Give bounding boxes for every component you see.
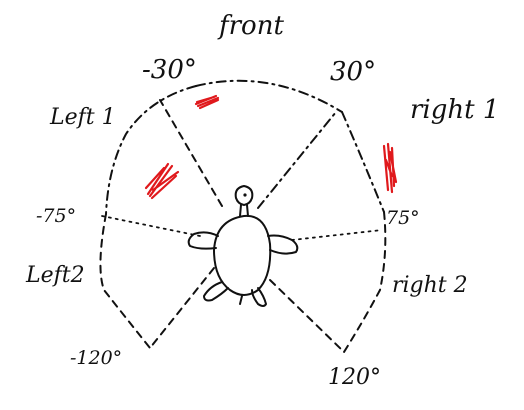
- zone-boundary: [99, 79, 387, 353]
- sector-dividers: [101, 99, 383, 353]
- angle-label-pos30: 30°: [330, 57, 376, 87]
- turtle-drawing: [187, 185, 299, 307]
- divider-pos75: [291, 229, 383, 241]
- turtle-rear-left-flipper: [203, 281, 229, 302]
- right2-arc: [343, 211, 387, 353]
- left1-arc: [105, 85, 197, 215]
- turtle-head: [234, 185, 254, 206]
- turtle-neck: [239, 204, 249, 217]
- divider-neg75: [101, 215, 201, 237]
- red-mark-front: [194, 94, 220, 110]
- angle-label-neg120: -120°: [70, 347, 122, 369]
- angle-label-neg75: -75°: [36, 205, 76, 227]
- turtle-shell: [213, 214, 272, 296]
- front-arc: [195, 79, 343, 113]
- angle-label-neg30: -30°: [142, 55, 197, 85]
- right1-arc: [341, 111, 385, 213]
- red-marks: [144, 94, 398, 200]
- divider-neg30: [159, 99, 223, 207]
- red-mark-right1: [382, 142, 398, 194]
- label-right2: right 2: [392, 273, 468, 298]
- turtle-eye: [243, 193, 247, 197]
- divider-pos120: [269, 279, 345, 353]
- label-right1: right 1: [410, 95, 499, 125]
- label-left2: Left2: [25, 263, 85, 288]
- angle-label-pos120: 120°: [328, 365, 381, 390]
- turtle-rear-right-flipper: [251, 287, 267, 307]
- left2-arc: [99, 213, 151, 349]
- label-front: front: [217, 11, 284, 41]
- divider-pos30: [257, 111, 337, 209]
- label-left1: Left 1: [49, 105, 116, 130]
- turtle-front-right-flipper: [267, 234, 299, 255]
- divider-neg120: [149, 267, 215, 349]
- red-mark-left1: [144, 162, 180, 200]
- angle-label-pos75: 75°: [386, 207, 420, 229]
- turtle-front-left-flipper: [187, 231, 219, 250]
- turtle-tail: [239, 295, 243, 305]
